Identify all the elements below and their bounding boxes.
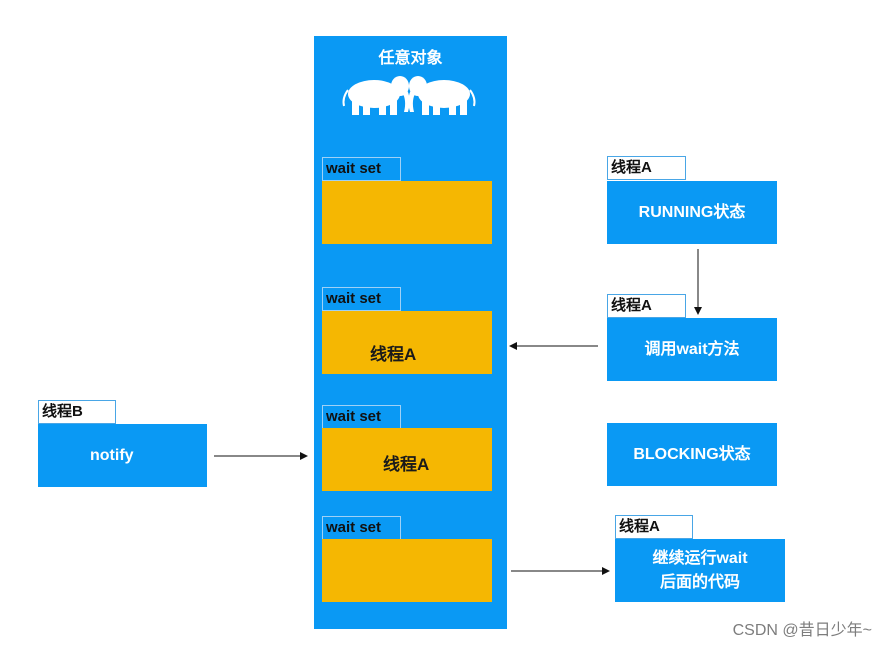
elephants-illustration	[342, 76, 476, 115]
elephant-icon	[408, 76, 476, 115]
wait-set-thread-label-3: 线程A	[383, 455, 430, 474]
wait-call-label: 调用wait方法	[644, 340, 740, 358]
thread-b-tag: 线程B	[38, 400, 116, 424]
notify-label: notify	[90, 446, 134, 464]
notify-box: notify	[38, 424, 207, 487]
wait-set-box-1	[322, 181, 492, 244]
wait-set-tag-4: wait set	[322, 516, 401, 540]
running-state-label: RUNNING状态	[638, 203, 746, 221]
running-thread-tag: 线程A	[607, 156, 686, 180]
wait-set-tag-3: wait set	[322, 405, 401, 429]
continue-label-line1: 继续运行wait	[652, 549, 748, 567]
blocking-state-box: BLOCKING状态	[607, 423, 777, 486]
continue-thread-tag: 线程A	[615, 515, 693, 539]
wait-set-box-3: 线程A	[322, 428, 492, 491]
elephant-icon	[342, 76, 410, 115]
wait-set-tag-1: wait set	[322, 157, 401, 181]
wait-call-thread-tag: 线程A	[607, 294, 686, 318]
wait-call-box: 调用wait方法	[607, 318, 777, 381]
continue-box: 继续运行wait 后面的代码	[615, 539, 785, 602]
object-title: 任意对象	[378, 50, 443, 67]
wait-set-tag-2: wait set	[322, 287, 401, 311]
wait-set-box-2: 线程A	[322, 311, 492, 374]
continue-label-line2: 后面的代码	[659, 573, 740, 591]
wait-set-thread-label-2: 线程A	[370, 345, 417, 364]
wait-set-box-4	[322, 539, 492, 602]
running-state-box: RUNNING状态	[607, 181, 777, 244]
blocking-state-label: BLOCKING状态	[633, 445, 751, 463]
watermark: CSDN @昔日少年~	[732, 622, 872, 639]
